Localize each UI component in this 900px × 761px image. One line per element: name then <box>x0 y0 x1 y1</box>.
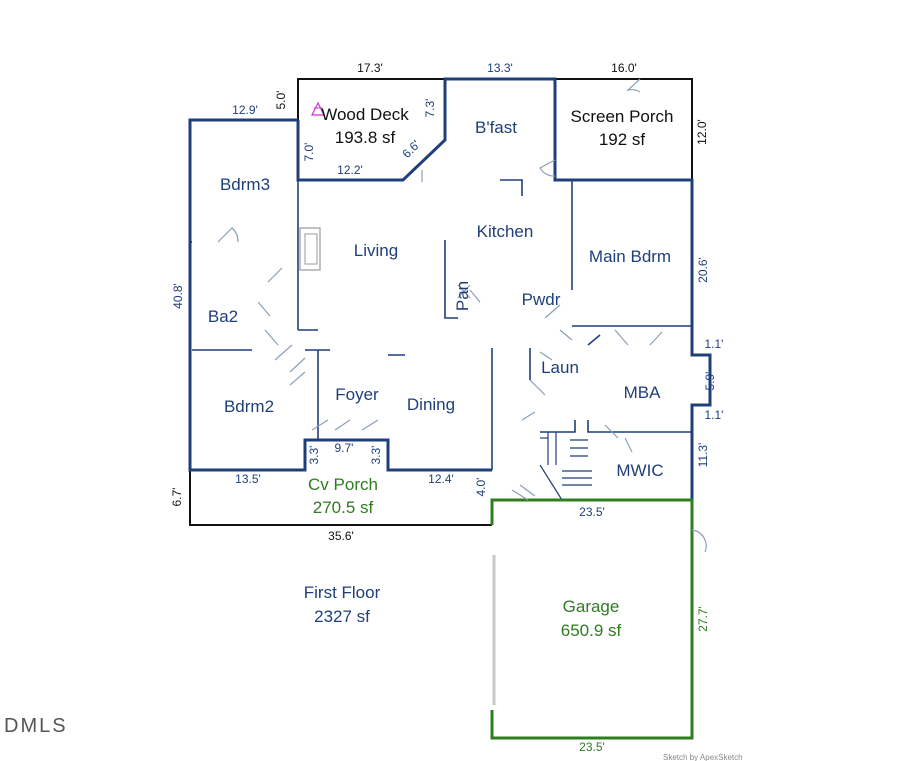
dim-right-upper: 20.6' <box>696 257 710 283</box>
dim-porch-depth: 6.7' <box>170 488 184 507</box>
dimension-labels: 17.3' 13.3' 16.0' 12.9' 5.0' 7.3' 7.0' 1… <box>170 61 723 754</box>
room-labels: Wood Deck 193.8 sf B'fast Screen Porch 1… <box>208 105 674 640</box>
room-cv-porch-area: 270.5 sf <box>313 498 374 517</box>
dim-right-jog1: 1.1' <box>705 337 724 351</box>
dim-foyer-right: 3.3' <box>369 446 383 465</box>
dim-porch-top: 16.0' <box>611 61 637 75</box>
dim-porch-right-bottom: 12.4' <box>428 472 454 486</box>
dim-foyer-entry: 9.7' <box>335 441 354 455</box>
dim-right-jog-mid: 5.9' <box>703 372 717 391</box>
dim-porch-right: 12.0' <box>695 119 709 145</box>
door-swings <box>217 78 707 553</box>
room-kitchen: Kitchen <box>477 222 534 241</box>
room-living: Living <box>354 241 398 260</box>
dmls-watermark: DMLS <box>4 715 68 737</box>
dim-right-lower: 11.3' <box>696 443 710 468</box>
garage-walls <box>490 498 694 740</box>
floor-name: First Floor <box>304 583 381 602</box>
room-bfast: B'fast <box>475 118 517 137</box>
room-laun: Laun <box>541 358 579 377</box>
dim-deck-top: 17.3' <box>357 61 383 75</box>
dim-deck-bottom: 12.2' <box>337 163 363 177</box>
dim-deck-left: 5.0' <box>274 91 288 110</box>
room-screen-porch: Screen Porch <box>571 107 674 126</box>
room-dining: Dining <box>407 395 455 414</box>
dim-garage-right: 27.7' <box>696 606 710 632</box>
fireplace-icon <box>299 227 321 271</box>
dim-bfast-top: 13.3' <box>487 61 513 75</box>
dim-deck-diag: 6.6' <box>400 138 423 161</box>
dim-garage-top: 23.5' <box>579 505 605 519</box>
room-bdrm3: Bdrm3 <box>220 175 270 194</box>
room-garage-area: 650.9 sf <box>561 621 622 640</box>
room-wood-deck: Wood Deck <box>321 105 409 124</box>
dim-overall-bottom: 35.6' <box>328 529 354 543</box>
sketch-credit: Sketch by ApexSketch <box>663 753 743 761</box>
dim-bdrm2-bottom: 13.5' <box>235 472 261 486</box>
floor-area: 2327 sf <box>314 607 370 626</box>
room-garage: Garage <box>563 597 620 616</box>
dim-garage-bottom: 23.5' <box>579 740 605 754</box>
dim-left-top: 12.9' <box>232 103 258 117</box>
room-pan: Pan <box>453 281 472 311</box>
dim-left-side: 40.8' <box>171 283 185 309</box>
room-main-bdrm: Main Bdrm <box>589 247 671 266</box>
room-mba: MBA <box>624 383 662 402</box>
room-cv-porch: Cv Porch <box>308 475 378 494</box>
dim-deck-inner: 7.0' <box>302 143 316 162</box>
room-mwic: MWIC <box>616 461 663 480</box>
dim-right-jog2: 1.1' <box>705 408 724 422</box>
compass-icon <box>311 101 325 116</box>
room-pwdr: Pwdr <box>522 290 561 309</box>
room-screen-porch-area: 192 sf <box>599 130 646 149</box>
dim-bfast-side: 7.3' <box>423 99 437 118</box>
room-ba2: Ba2 <box>208 307 238 326</box>
dim-foyer-left: 3.3' <box>307 446 321 465</box>
house-walls <box>188 77 712 501</box>
dim-porch-side: 4.0' <box>474 478 488 497</box>
floor-summary: First Floor 2327 sf <box>304 583 381 626</box>
room-bdrm2: Bdrm2 <box>224 397 274 416</box>
room-foyer: Foyer <box>335 385 379 404</box>
room-wood-deck-area: 193.8 sf <box>335 128 396 147</box>
exterior-outlines <box>189 78 693 526</box>
